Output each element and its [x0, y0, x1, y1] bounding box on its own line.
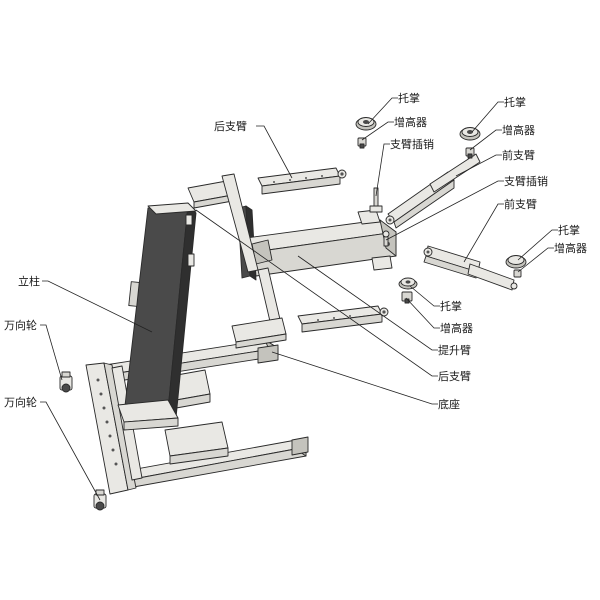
- part-labels: 后支臂 托掌 增高器 支臂插销 托掌 增高器 前支臂 支臂插销 前支臂 托掌 增…: [4, 91, 587, 411]
- label-pad-2: 托掌: [504, 95, 526, 109]
- riser-3: [513, 269, 522, 278]
- label-lift-arm: 提升臂: [438, 344, 471, 357]
- support-arm-pin-1: [369, 187, 383, 213]
- label-caster-1: 万向轮: [4, 318, 37, 332]
- base-frame: [85, 339, 309, 495]
- side-rail-holes: [96, 378, 118, 466]
- support-arm-pin-2: [382, 230, 390, 247]
- pad-3: [505, 255, 527, 269]
- label-rear-support-arm-bottom: 后支臂: [438, 370, 471, 383]
- rear-support-arm-bottom: [297, 305, 389, 333]
- front-support-arm-upper: [385, 153, 481, 229]
- column: [117, 202, 197, 431]
- riser-4: [401, 291, 413, 304]
- label-column: 立柱: [18, 274, 40, 288]
- riser-2: [465, 147, 475, 159]
- label-front-support-arm-1: 前支臂: [502, 148, 535, 162]
- label-pad-3: 托掌: [558, 223, 580, 237]
- pad-1: [355, 117, 377, 131]
- label-caster-2: 万向轮: [4, 395, 37, 409]
- rear-support-arm-top: [257, 167, 347, 195]
- label-support-arm-pin-1: 支臂插销: [390, 137, 434, 151]
- riser-1: [357, 137, 367, 149]
- label-riser-1: 增高器: [394, 115, 427, 129]
- front-support-arm-lower: [423, 245, 518, 291]
- label-riser-3: 增高器: [554, 241, 587, 255]
- label-base: 底座: [438, 397, 460, 411]
- label-riser-4: 增高器: [440, 321, 473, 335]
- caster-lower: [93, 489, 107, 511]
- label-pad-4: 托掌: [440, 299, 462, 313]
- caster-upper: [59, 371, 73, 393]
- label-pad-1: 托掌: [398, 91, 420, 105]
- pad-2: [459, 127, 481, 141]
- label-support-arm-pin-2: 支臂插销: [504, 174, 548, 188]
- label-rear-support-arm-top: 后支臂: [214, 120, 247, 133]
- label-riser-2: 增高器: [502, 123, 535, 137]
- label-front-support-arm-2: 前支臂: [504, 197, 537, 211]
- leader-lines: [40, 97, 558, 501]
- pad-4: [398, 277, 418, 290]
